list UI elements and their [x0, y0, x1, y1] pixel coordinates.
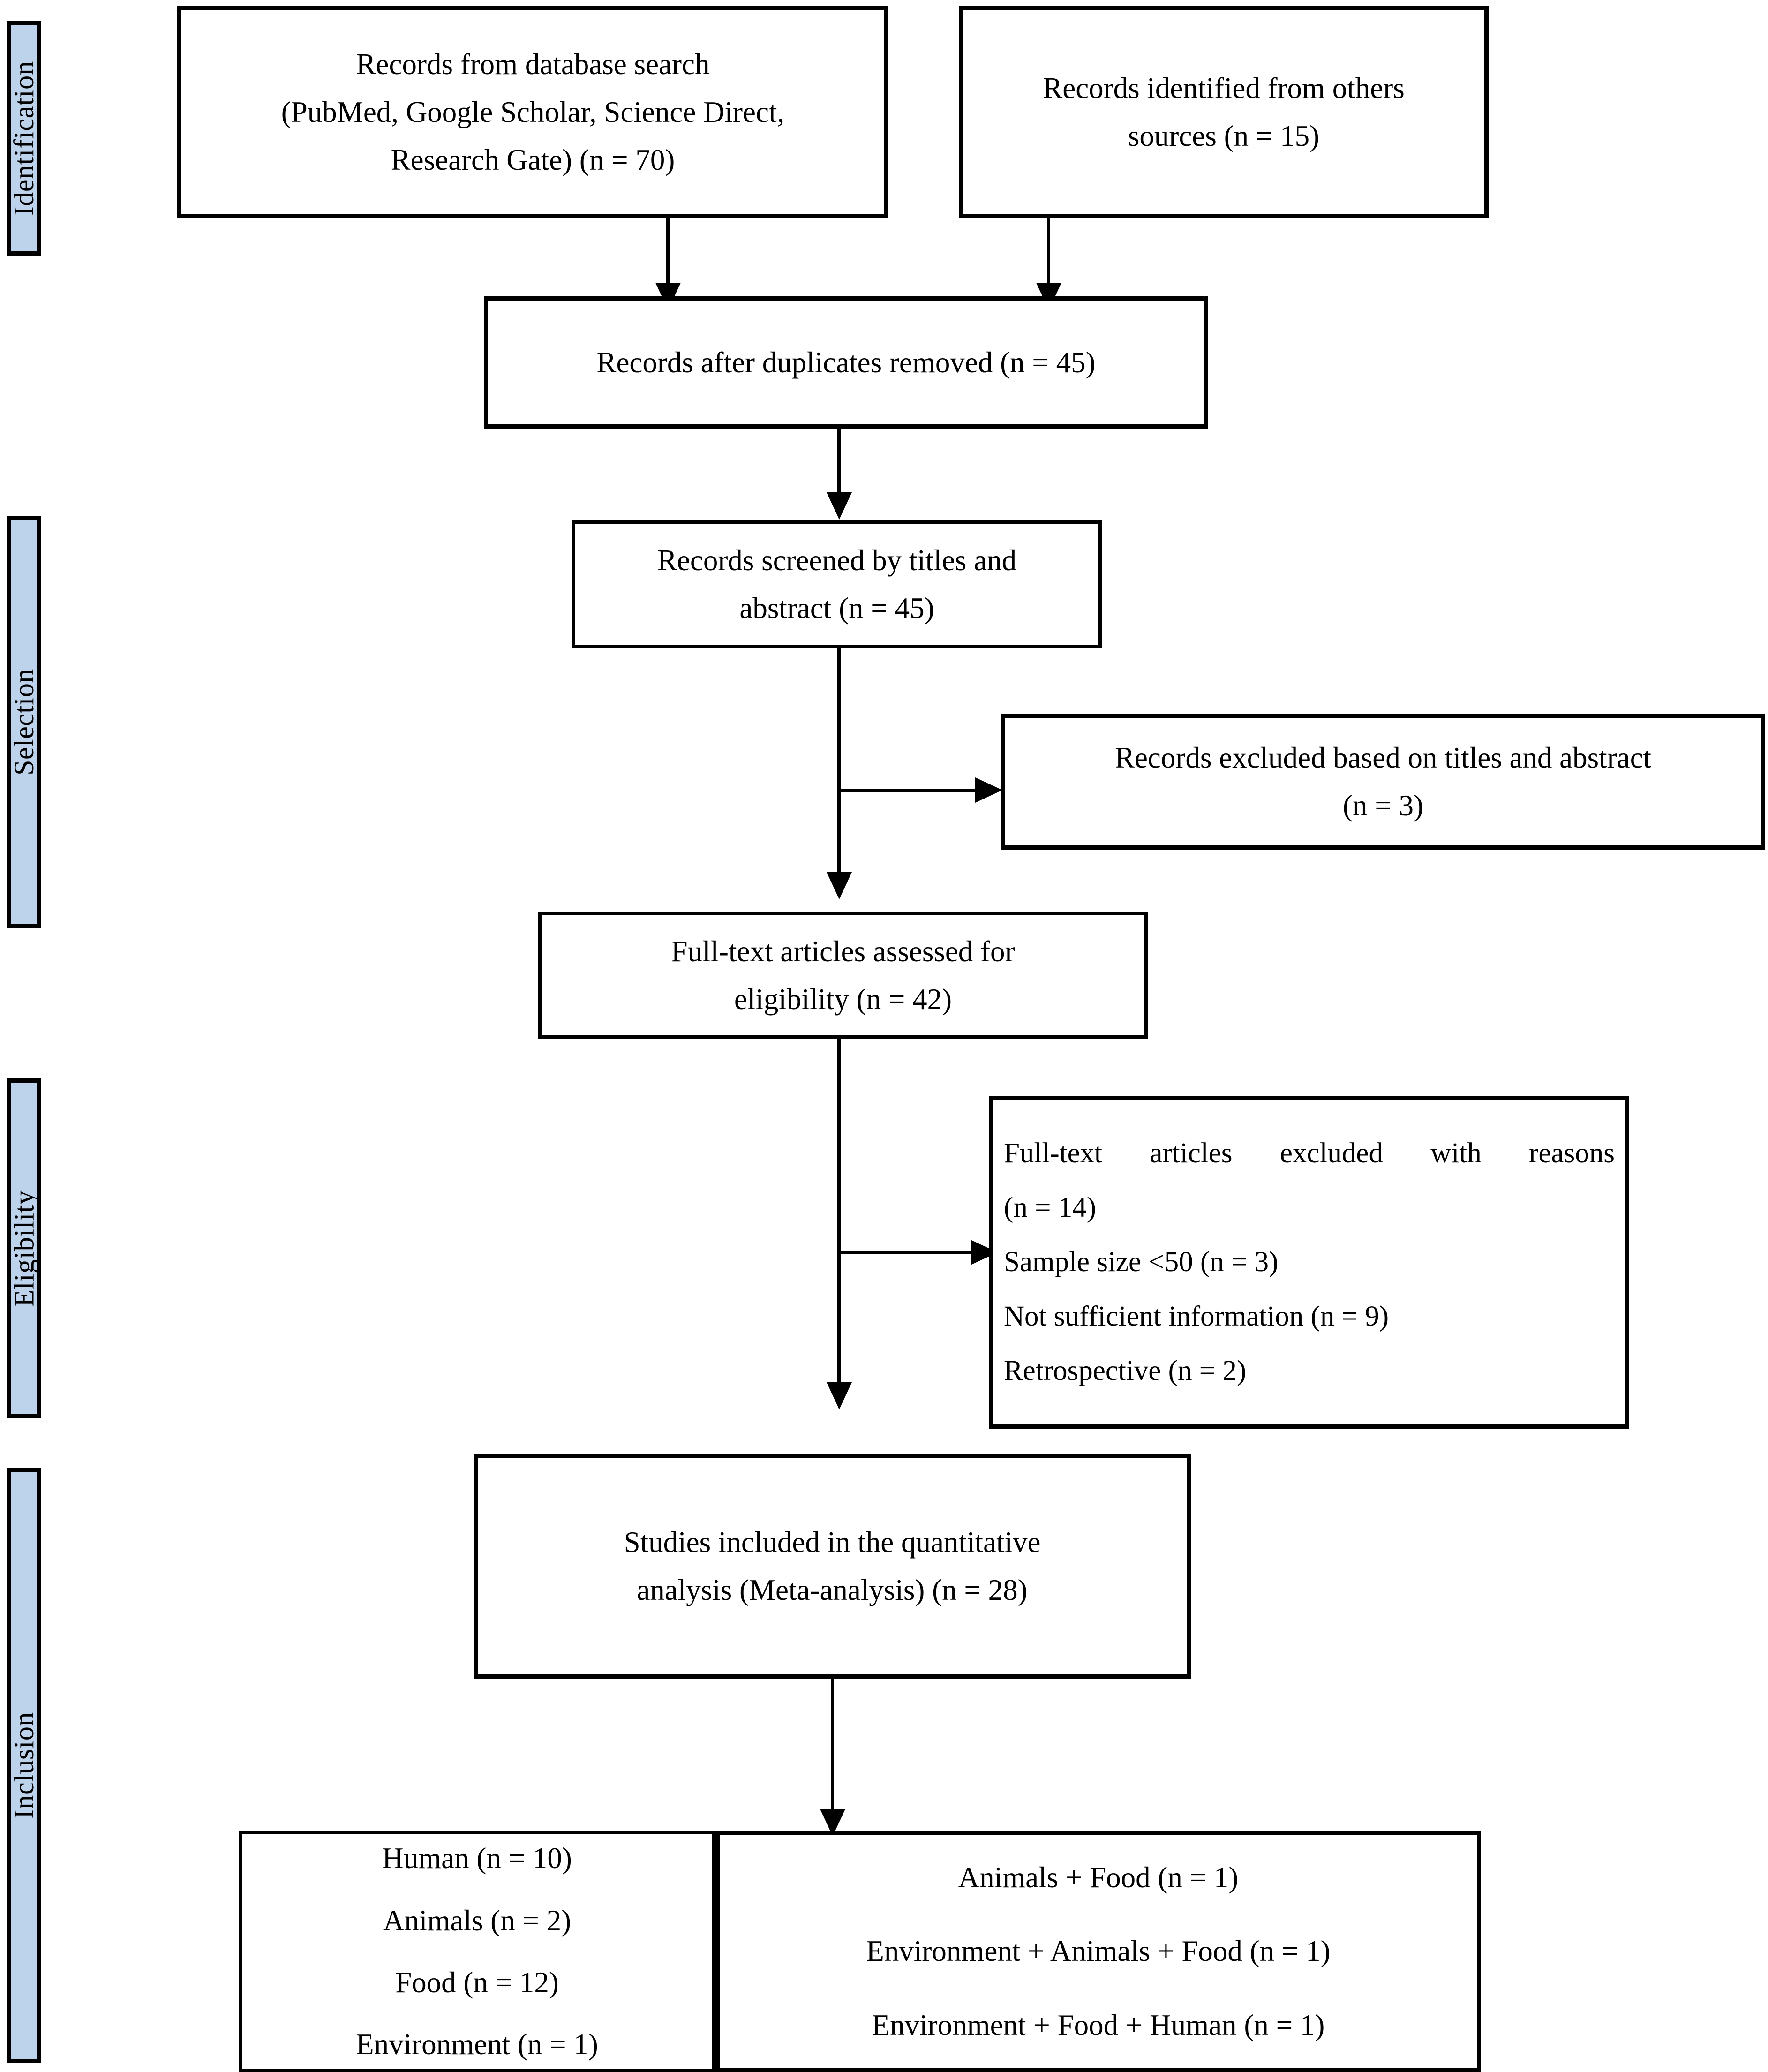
node-line: Environment (n = 1): [356, 2028, 598, 2061]
node-duplicates-removed: Records after duplicates removed (n = 45…: [484, 296, 1208, 429]
connector-screened-to-excluded: [837, 789, 978, 792]
node-line: Records excluded based on titles and abs…: [1114, 741, 1652, 774]
node-line: Research Gate) (n = 70): [391, 143, 675, 177]
node-records-excluded-titles-abstract: Records excluded based on titles and abs…: [1001, 714, 1765, 850]
node-line: (PubMed, Google Scholar, Science Direct,: [281, 95, 785, 128]
connector-included-to-categories: [831, 1679, 834, 1815]
node-line: Not sufficient information (n = 9): [1004, 1300, 1389, 1332]
node-line: Records identified from others: [1043, 71, 1405, 105]
stage-label-inclusion: Inclusion: [8, 1712, 39, 1819]
connector-duplicates-to-screened: [837, 429, 841, 497]
node-fulltext-excluded-reasons: Full-text articles excluded with reasons…: [989, 1096, 1629, 1429]
stage-bar-identification: Identification: [7, 21, 41, 256]
node-line: Environment + Food + Human (n = 1): [872, 2008, 1325, 2042]
node-line: (n = 3): [1343, 789, 1423, 822]
node-studies-included: Studies included in the quantitative ana…: [474, 1454, 1191, 1679]
node-line: Studies included in the quantitative: [624, 1525, 1041, 1559]
stage-label-eligibility: Eligibility: [8, 1190, 39, 1307]
arrowhead-screened-to-fulltext: [827, 872, 852, 899]
node-line: Animals + Food (n = 1): [958, 1861, 1239, 1894]
node-line: Sample size <50 (n = 3): [1004, 1246, 1279, 1278]
node-categories-combined: Animals + Food (n = 1) Environment + Ani…: [715, 1831, 1481, 2072]
stage-label-identification: Identification: [8, 60, 40, 216]
connector-database-to-duplicates: [666, 218, 670, 286]
node-line: Full-text articles excluded with reasons: [1004, 1138, 1615, 1169]
node-fulltext-assessed: Full-text articles assessed for eligibil…: [538, 912, 1148, 1039]
node-line: Environment + Animals + Food (n = 1): [866, 1935, 1331, 1968]
node-line: Records from database search: [356, 47, 710, 81]
node-line: abstract (n = 45): [739, 592, 934, 625]
node-line: eligibility (n = 42): [734, 983, 952, 1016]
node-database-search: Records from database search (PubMed, Go…: [177, 6, 888, 218]
connector-screened-to-fulltext: [837, 648, 841, 875]
node-line: analysis (Meta-analysis) (n = 28): [637, 1574, 1028, 1606]
node-other-sources: Records identified from others sources (…: [959, 6, 1489, 218]
stage-bar-inclusion: Inclusion: [7, 1468, 41, 2063]
connector-fulltext-to-excluded-reasons: [837, 1251, 973, 1254]
node-line: Records screened by titles and: [657, 543, 1017, 577]
arrowhead-fulltext-to-included: [827, 1382, 852, 1409]
node-records-screened: Records screened by titles and abstract …: [572, 520, 1102, 648]
connector-fulltext-to-included: [837, 1039, 841, 1386]
node-line: Full-text articles assessed for: [671, 934, 1015, 968]
connector-other-to-duplicates: [1047, 218, 1050, 286]
node-line: Animals (n = 2): [383, 1904, 572, 1937]
node-line: sources (n = 15): [1128, 120, 1320, 152]
node-line: (n = 14): [1004, 1192, 1097, 1224]
node-line: Human (n = 10): [382, 1842, 572, 1875]
arrowhead-duplicates-to-screened: [827, 492, 852, 520]
arrowhead-screened-to-excluded: [975, 777, 1002, 803]
stage-label-selection: Selection: [8, 669, 39, 776]
node-line: Records after duplicates removed (n = 45…: [596, 346, 1096, 379]
node-categories-single: Human (n = 10) Animals (n = 2) Food (n =…: [239, 1831, 715, 2072]
node-line: Food (n = 12): [395, 1966, 559, 1999]
node-line: Retrospective (n = 2): [1004, 1355, 1247, 1386]
stage-bar-selection: Selection: [7, 516, 41, 928]
stage-bar-eligibility: Eligibility: [7, 1078, 41, 1418]
